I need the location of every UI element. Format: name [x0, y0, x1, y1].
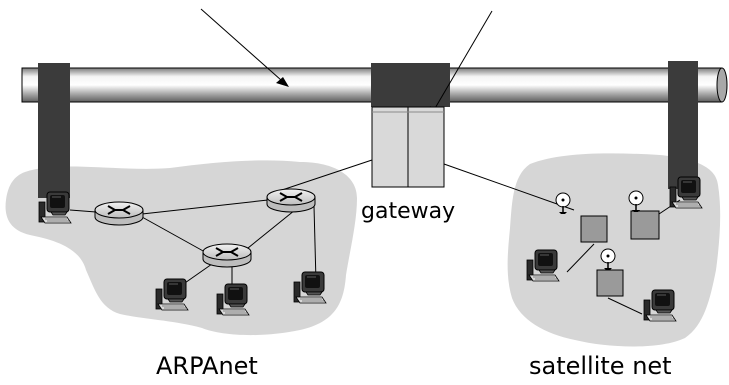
satellite-station [555, 192, 608, 243]
pipe-end-cap [716, 67, 728, 103]
router-icon [202, 243, 252, 268]
satellite-station [596, 248, 624, 297]
center-post [371, 63, 450, 107]
router-icon [266, 188, 316, 213]
arpanet-label: ARPAnet [156, 352, 258, 380]
right-post [668, 61, 698, 189]
left-post [38, 63, 70, 198]
satellite-station [628, 190, 660, 240]
gateway-icon [371, 106, 445, 188]
gateway-label: gateway [361, 199, 456, 224]
router-icon [94, 201, 144, 226]
satellite-net-label: satellite net [529, 352, 672, 380]
